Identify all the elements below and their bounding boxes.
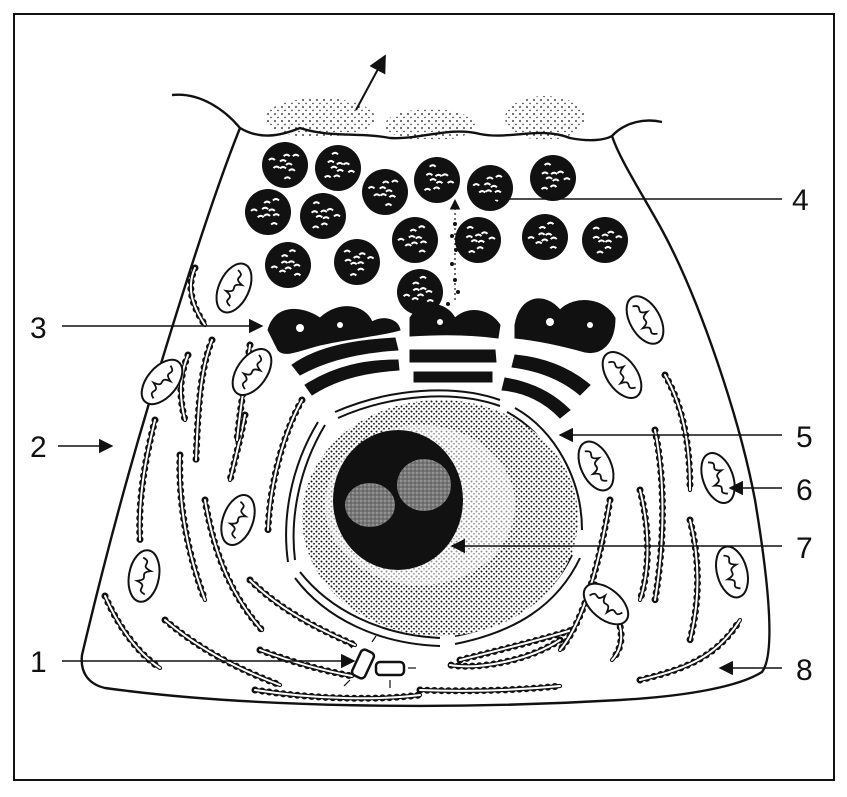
rough-endoplasmic-reticulum (101, 264, 744, 702)
secretory-granules (245, 142, 628, 315)
mitochondrion (700, 452, 736, 504)
mitochondrion (231, 348, 273, 396)
mitochondrion (140, 358, 184, 406)
er-cisterna (636, 486, 651, 604)
mitochondrion (582, 582, 630, 626)
er-cisterna (161, 616, 284, 689)
secretory-granule (392, 217, 438, 263)
nucleolus-body-2 (397, 459, 451, 511)
secretory-granule (522, 214, 568, 260)
label-7: 7 (796, 532, 813, 565)
er-cisterna (176, 451, 209, 604)
secretory-granule (334, 239, 380, 285)
er-cisterna (187, 264, 209, 329)
er-cisterna (661, 371, 694, 494)
secretion-cloud (265, 96, 585, 141)
label-1: 1 (30, 646, 47, 679)
er-cisterna (246, 576, 359, 649)
er-cisterna (264, 396, 306, 534)
cell-membrane (80, 93, 771, 708)
er-cisterna (226, 411, 249, 484)
er-cisterna (136, 416, 159, 544)
secretory-granule (362, 169, 408, 215)
mitochondrion (127, 549, 161, 603)
er-cisterna (101, 592, 164, 672)
secretory-granule (455, 217, 501, 263)
mitochondrion (220, 494, 256, 546)
secretory-granule (315, 145, 361, 191)
er-cisterna (446, 636, 564, 670)
secretory-granule (245, 189, 291, 235)
er-cisterna (456, 626, 576, 664)
secretion-arrow (355, 54, 386, 111)
er-cisterna (177, 351, 192, 424)
label-3: 3 (30, 312, 47, 345)
secretory-granule (397, 269, 443, 315)
mitochondrion (601, 351, 643, 399)
er-cisterna (201, 496, 266, 634)
mitochondrion (625, 295, 665, 345)
nucleolus-body-1 (345, 483, 395, 527)
er-cisterna (651, 426, 666, 604)
centrioles (343, 635, 416, 688)
secretory-granule (300, 193, 346, 239)
er-cisterna (636, 616, 744, 684)
label-8: 8 (796, 654, 813, 687)
er-cisterna (416, 682, 564, 695)
secretory-granule (582, 217, 628, 263)
golgi-apparatus (267, 298, 616, 419)
label-6: 6 (796, 474, 813, 507)
secretory-granule (530, 155, 576, 201)
mitochondrion (577, 440, 615, 492)
er-cisterna (192, 336, 216, 464)
secretory-granule (265, 242, 311, 288)
leader-lines (58, 191, 782, 676)
secretory-granule (414, 157, 460, 203)
label-2: 2 (30, 431, 47, 464)
label-4: 4 (792, 184, 809, 217)
secretory-granule (467, 165, 513, 211)
label-5: 5 (796, 421, 813, 454)
secretory-granule (262, 142, 308, 188)
mitochondrion (215, 262, 253, 314)
mitochondria (127, 262, 749, 626)
er-cisterna (251, 686, 424, 702)
mitochondrion (715, 545, 749, 599)
er-cisterna (256, 646, 356, 680)
er-cisterna (686, 516, 701, 644)
